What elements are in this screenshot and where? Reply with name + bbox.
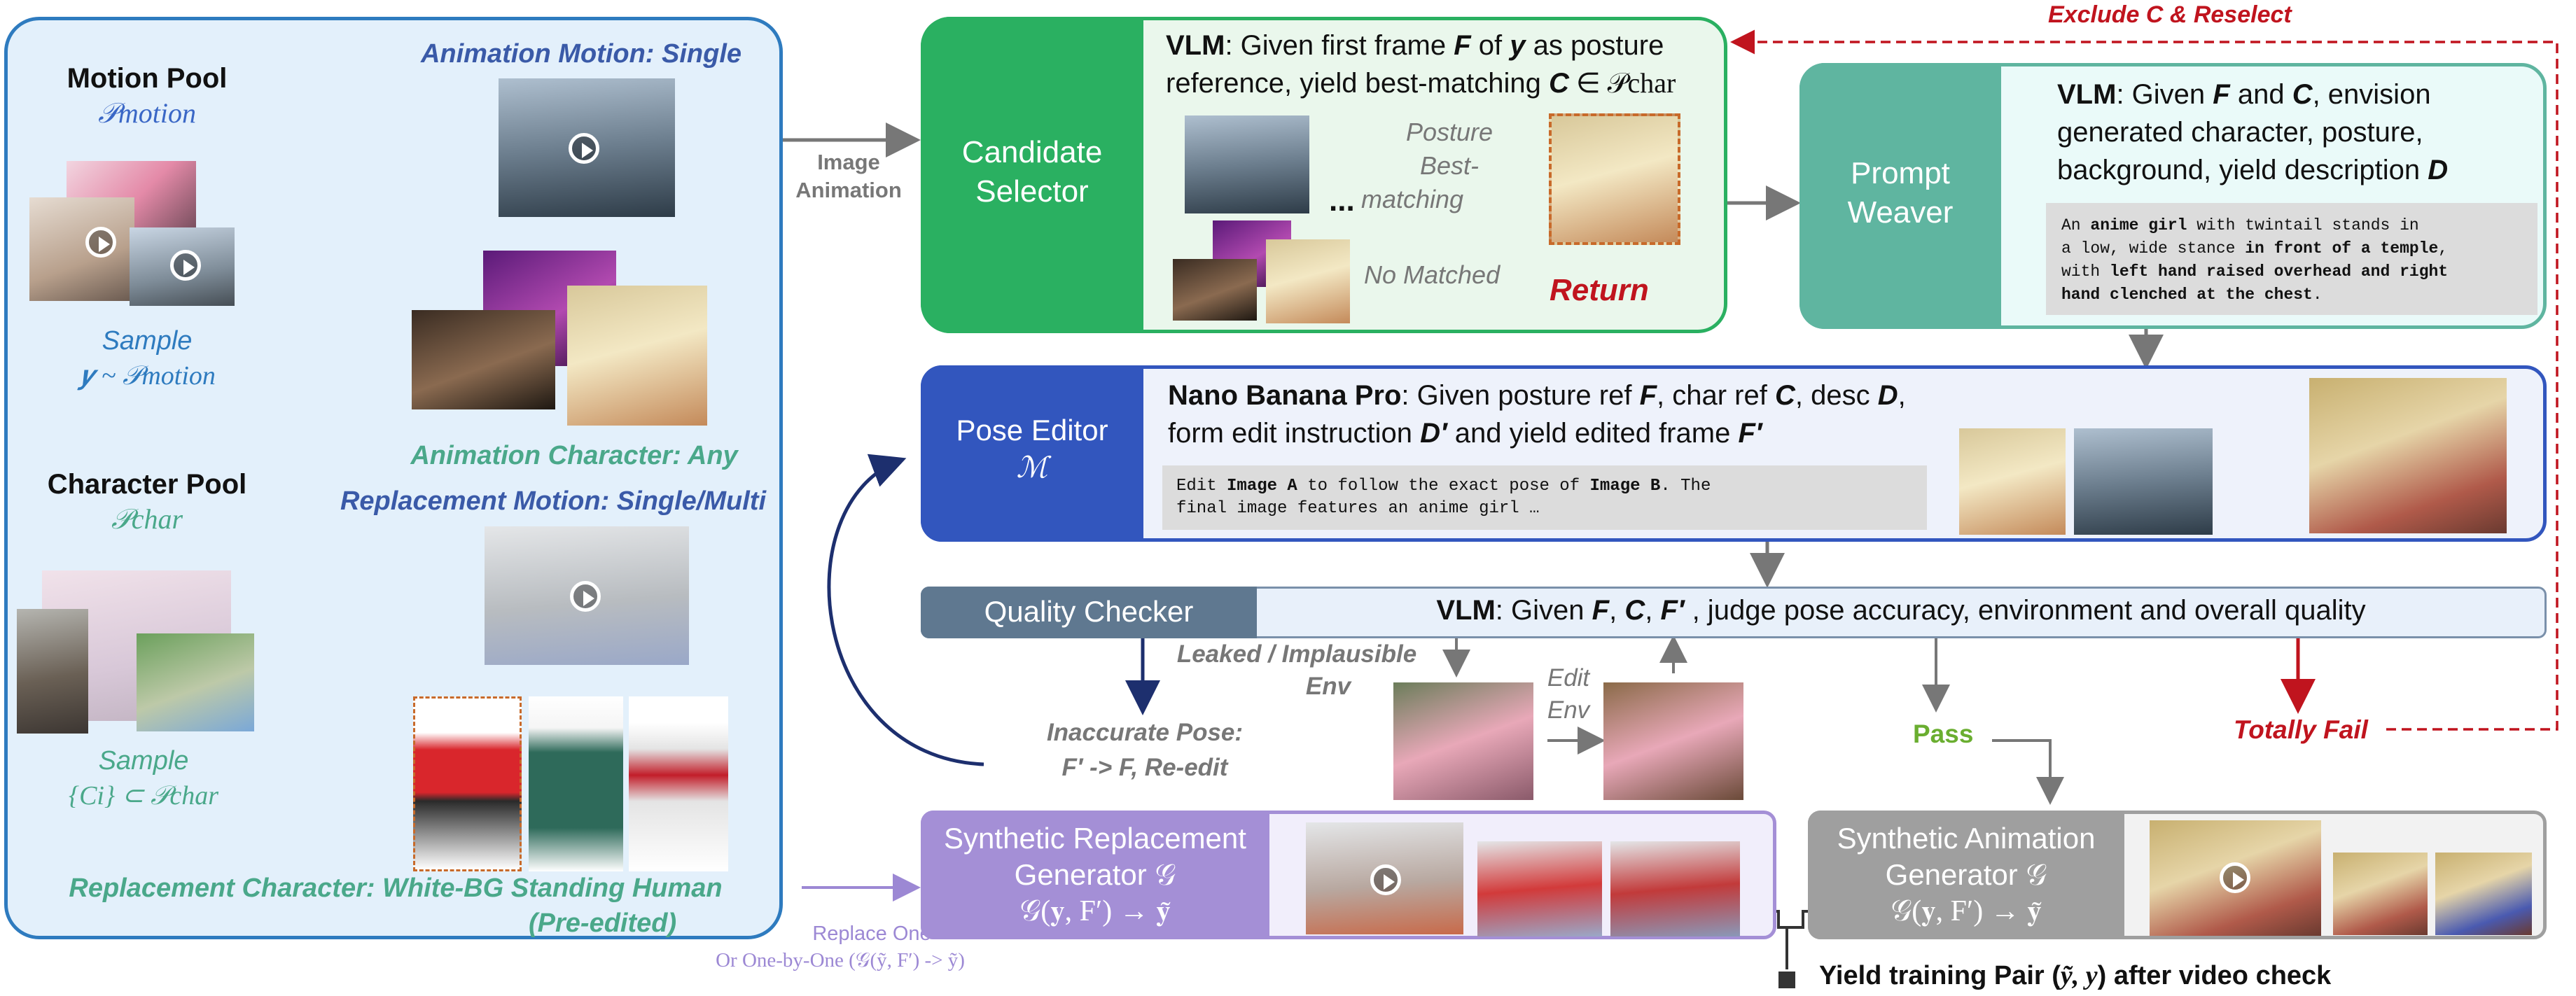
- vlm-tag: VLM: [1166, 30, 1225, 61]
- pose-output-frame: [2309, 378, 2507, 533]
- char-thumb-doll: [17, 609, 88, 734]
- yield-square-marker: [1778, 972, 1795, 988]
- sample-char-label: Sample {Ci} ⊂ 𝒫char: [21, 743, 266, 813]
- replacement-generator-name: Synthetic Replacement Generator 𝒢 𝒢(𝐲, F…: [944, 822, 1246, 927]
- animation-motion-thumb: [499, 78, 675, 217]
- prompt-weaver-header: [1799, 63, 2001, 329]
- exclude-reselect-label: Exclude C & Reselect: [2048, 1, 2292, 28]
- selector-query-frame: [1185, 115, 1309, 213]
- candidate-selector-name-line1: Candidate: [961, 135, 1103, 169]
- totally-fail-label: Totally Fail: [2234, 715, 2368, 744]
- leaked-env-label: Leaked / Implausible Env: [1176, 640, 1417, 700]
- edit-env-label: Edit Env: [1547, 664, 1590, 724]
- animation-source-video: [2150, 820, 2321, 936]
- motion-pool-symbol: 𝒫motion: [98, 97, 196, 129]
- selector-ellipsis: ...: [1329, 183, 1355, 218]
- candidate-selector-header: [921, 17, 1143, 333]
- selector-cand-anime: [1266, 239, 1350, 323]
- candidate-selector-desc: VLM: Given first frame F of y as posture…: [1166, 30, 1676, 99]
- selector-cand-cartoon: [1173, 259, 1257, 321]
- no-matched-label: No Matched: [1364, 260, 1501, 289]
- replace-one-label: Replace One Or One-by-One (𝒢(ỹ, F′) -> ỹ…: [676, 920, 1005, 974]
- prompt-weaver-desc: VLM: Given F and C, envision generated c…: [2057, 79, 2449, 185]
- image-animation-label: Image Animation: [779, 148, 919, 204]
- sample-char-line1: Sample: [98, 746, 189, 776]
- sample-motion-label: Sample 𝒚 ~ 𝒫motion: [39, 323, 256, 393]
- animation-output-1: [2333, 853, 2428, 935]
- quality-checker-name: Quality Checker: [984, 595, 1194, 628]
- pose-editor-desc: Nano Banana Pro: Given posture ref F, ch…: [1168, 380, 1906, 449]
- replacement-char-thumb-apron: [529, 696, 623, 871]
- quality-checker-desc: VLM: Given F, C, F′ , judge pose accurac…: [1436, 595, 2366, 626]
- replacement-character-label: Replacement Character: White-BG Standing…: [69, 874, 723, 903]
- anim-char-thumb-cartoon: [412, 310, 555, 409]
- char-thumb-girl: [137, 633, 254, 731]
- sample-motion-line2: 𝒚 ~ 𝒫motion: [78, 361, 216, 391]
- yield-training-pair: Yield training Pair (ỹ, y) after video c…: [1819, 961, 2332, 990]
- animation-character-label: Animation Character: Any: [410, 441, 738, 470]
- inaccurate-pose-label: Inaccurate Pose: F′ -> F, Re-edit: [1046, 719, 1244, 781]
- pose-editor-code: Edit Image A to follow the exact pose of…: [1162, 465, 1927, 530]
- replacement-motion-thumb: [485, 526, 689, 665]
- posture-matching-label: Posture Best- matching: [1361, 118, 1494, 213]
- replacement-char-thumb-hockey: [629, 696, 728, 871]
- replacement-source-video: [1306, 822, 1463, 934]
- animation-generator-name: Synthetic Animation Generator 𝒢 𝒢(𝐲, F′)…: [1837, 822, 2096, 927]
- prompt-weaver-code: An anime girl with twintail stands in a …: [2046, 203, 2537, 315]
- pass-label: Pass: [1913, 720, 1974, 748]
- pose-input-posture: [2074, 428, 2213, 535]
- image-animation-line2: Animation: [795, 178, 902, 202]
- anim-char-thumb-anime: [567, 286, 707, 426]
- replace-one-line1: Replace One: [812, 923, 931, 945]
- motion-thumb-indoor: [29, 197, 134, 301]
- animation-motion-label: Animation Motion: Single: [420, 39, 742, 69]
- motion-pool-title: Motion Pool: [67, 63, 228, 94]
- replace-one-line2: Or One-by-One (𝒢(ỹ, F′) -> ỹ): [716, 949, 965, 972]
- pose-input-char: [1959, 428, 2066, 535]
- pass-to-animation-arrow: [1992, 739, 2064, 805]
- replacement-character-note: (Pre-edited): [529, 909, 677, 938]
- candidate-selector-name-line2: Selector: [975, 174, 1089, 209]
- character-pool-title: Character Pool: [47, 469, 247, 500]
- candidate-selector-name: Candidate Selector: [921, 133, 1143, 211]
- animation-generator-header: [1808, 811, 2124, 939]
- re-edit-loop: [827, 454, 984, 766]
- quality-checker-header: [921, 587, 1257, 638]
- animation-output-2: [2435, 853, 2532, 935]
- env-edited-frame: [1603, 682, 1743, 800]
- selector-best-match: [1549, 113, 1680, 245]
- pose-editor-header: [921, 365, 1143, 542]
- character-pool-symbol: 𝒫char: [111, 503, 183, 535]
- exclude-reselect-loop: [1730, 29, 2558, 731]
- pose-editor-name: Pose Editor ℳ: [956, 414, 1108, 484]
- replacement-output-1: [1477, 841, 1602, 937]
- replacement-generator-header: [921, 811, 1269, 939]
- sample-char-line2: {Ci} ⊂ 𝒫char: [68, 781, 219, 811]
- replacement-motion-label: Replacement Motion: Single/Multi: [340, 486, 767, 516]
- sample-motion-line1: Sample: [102, 326, 193, 356]
- motion-thumb-outdoor: [130, 227, 235, 306]
- image-animation-line1: Image: [817, 150, 880, 174]
- return-label: Return: [1550, 273, 1649, 307]
- replacement-char-thumb-red: [413, 696, 522, 871]
- prompt-weaver-name: Prompt Weaver: [1847, 156, 1954, 230]
- replacement-output-2: [1610, 841, 1740, 937]
- env-leaked-frame: [1393, 682, 1533, 800]
